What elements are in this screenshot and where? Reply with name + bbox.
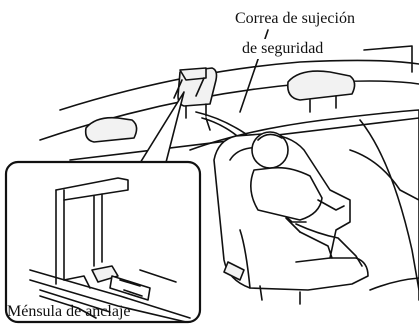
anchor-bracket-main xyxy=(173,67,207,99)
inset-detail xyxy=(4,160,202,324)
callout-pointer xyxy=(131,91,185,179)
child-figure xyxy=(250,131,363,267)
label-tether-strap-line2: de seguridad xyxy=(241,39,325,59)
label-tether-strap-line1: Correa de sujeción xyxy=(234,9,356,29)
label-anchor-bracket: Ménsula de anclaje xyxy=(7,303,131,320)
headrest-left xyxy=(84,116,138,143)
rear-seat xyxy=(189,109,419,301)
belt-buckle xyxy=(223,261,245,281)
headrest-right xyxy=(286,70,356,113)
